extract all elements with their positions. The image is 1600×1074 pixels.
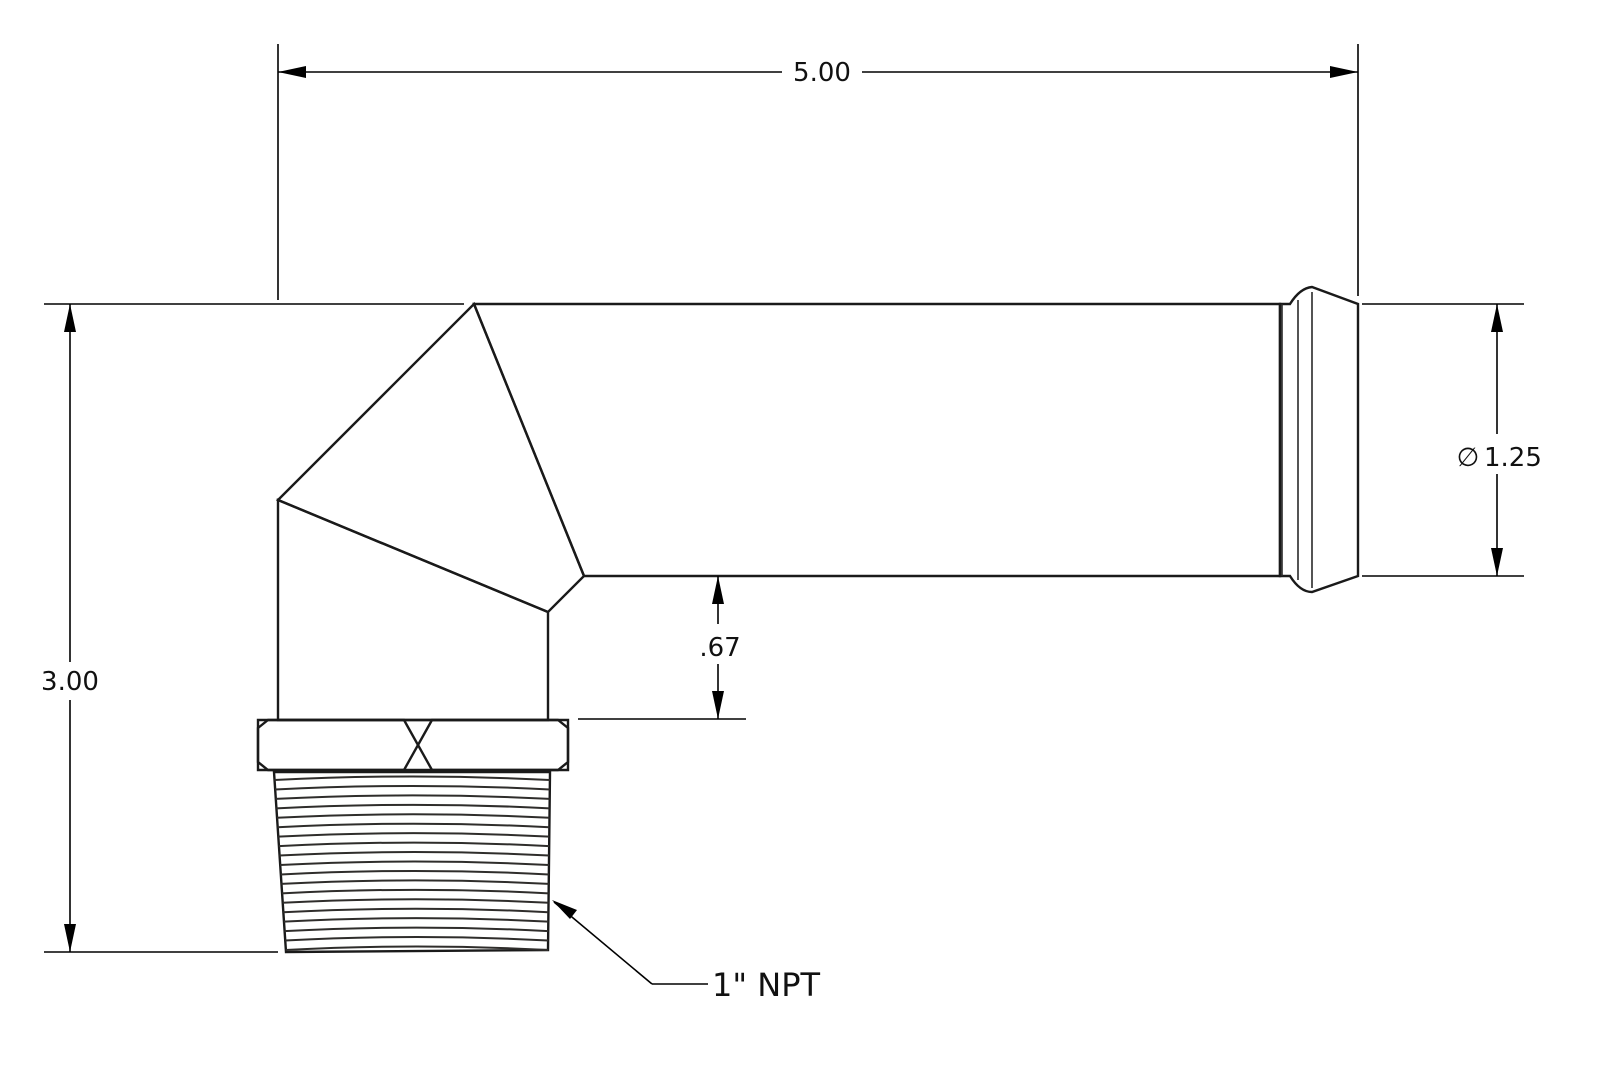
- arrowhead: [552, 900, 577, 919]
- arrowhead: [64, 304, 76, 332]
- dim-diameter-label: 1.25: [1484, 443, 1542, 473]
- dim-offset: .67: [578, 576, 746, 720]
- thread-crest: [276, 803, 550, 810]
- arrowhead: [278, 66, 306, 78]
- arrowhead: [64, 924, 76, 952]
- arrowhead: [1491, 548, 1503, 576]
- thread-crest: [274, 784, 550, 791]
- arrowhead: [1491, 304, 1503, 332]
- thread-crest: [284, 926, 549, 933]
- diameter-symbol: ∅: [1457, 443, 1480, 473]
- thread-callout-label: 1" NPT: [712, 966, 820, 1004]
- thread-crest: [283, 907, 549, 914]
- hex-face-right: [416, 718, 570, 772]
- thread-crest: [277, 822, 550, 829]
- dim-length-label: 5.00: [793, 58, 851, 88]
- vertical-segment: [276, 498, 550, 722]
- dim-offset-label: .67: [699, 633, 740, 663]
- thread-crest: [280, 869, 549, 876]
- elbow-segment: [275, 301, 586, 614]
- thread-crest: [275, 794, 550, 800]
- dim-overall-length: 5.00: [277, 44, 1359, 300]
- dim-diameter: ∅ 1.25: [1362, 303, 1542, 577]
- arrowhead: [1330, 66, 1358, 78]
- hose-barb: [1278, 285, 1360, 594]
- thread-crest: [280, 860, 550, 866]
- thread-crest: [281, 888, 549, 895]
- thread-crest: [278, 841, 550, 848]
- thread-callout: 1" NPT: [552, 900, 820, 1004]
- thread-crest: [281, 879, 549, 885]
- thread-crest: [283, 917, 549, 923]
- horizontal-tube: [472, 302, 1282, 578]
- arrowhead: [712, 576, 724, 604]
- thread-crest: [278, 832, 550, 838]
- thread-crest: [276, 813, 550, 819]
- arrowhead: [712, 691, 724, 719]
- thread-crest: [282, 898, 549, 904]
- fitting-body: [256, 285, 1360, 954]
- dim-overall-height: 3.00: [41, 303, 464, 953]
- thread-lines: [274, 775, 550, 951]
- hex-nut: [256, 718, 570, 772]
- thread-crest: [279, 851, 550, 857]
- thread-crest: [285, 945, 549, 951]
- thread-crest: [285, 936, 549, 942]
- thread-crest: [274, 775, 550, 781]
- dim-height-label: 3.00: [41, 667, 99, 697]
- hex-face-left: [256, 718, 420, 772]
